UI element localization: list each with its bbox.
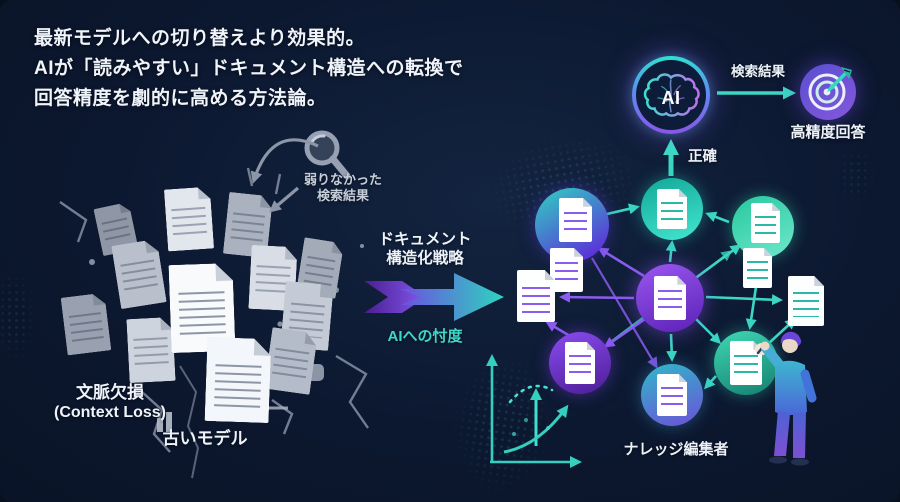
ai-node-inner: AI (636, 60, 706, 130)
headline: 最新モデルへの切り替えより効果的。 AIが「読みやすい」ドキュメント構造への転換… (34, 24, 504, 113)
strategy-line-1: ドキュメント (378, 231, 472, 248)
knowledge-node-edited (714, 331, 778, 395)
accurate-label: 正確 (688, 149, 717, 165)
headline-line-1: 最新モデルへの切り替えより効果的。 (34, 28, 366, 49)
context-loss-jp: 文脈欠損 (76, 383, 144, 402)
document-icon (550, 248, 583, 292)
strategy-label: ドキュメント 構造化戦略 (358, 230, 492, 269)
document-icon (654, 276, 686, 320)
headline-line-2: AIが「読みやすい」ドキュメント構造への転換で (34, 57, 464, 79)
ai-brain-icon (643, 73, 700, 117)
ai-label: AI (661, 88, 681, 108)
document-icon (657, 189, 687, 229)
search-results-arrow-icon (717, 86, 796, 100)
document-icon (743, 248, 772, 288)
transition-arrow-icon (364, 273, 504, 321)
knowledge-node (535, 188, 609, 292)
weak-results-line-2: 検索結果 (316, 188, 369, 204)
knowledge-editor-figure (760, 331, 817, 466)
document-icon (565, 342, 595, 384)
knowledge-node (641, 364, 703, 426)
headline-line-3: 回答精度を劇的に高める方法論。 (34, 87, 327, 109)
magnifier-icon (304, 130, 351, 180)
curved-arrow-icon (250, 138, 319, 213)
weak-results-note: 弱りなかった 検索結果 (288, 172, 398, 205)
knowledge-node (549, 332, 611, 394)
document-icon (164, 186, 214, 251)
document-icon (657, 374, 687, 416)
weak-results-line-1: 弱りなかった (303, 172, 382, 187)
growth-chart-icon (486, 354, 582, 468)
context-loss-label: 文脈欠損 (Context Loss) (30, 382, 190, 423)
ai-deference-label: AIへの忖度 (387, 328, 463, 345)
target-node (800, 64, 856, 120)
document-icon (788, 276, 824, 326)
document-icon (205, 337, 272, 423)
target-dart-icon (808, 67, 852, 111)
ai-node: AI (632, 56, 710, 134)
old-model-label: 古いモデル (162, 429, 248, 448)
document-icon (559, 198, 592, 242)
document-icon (126, 317, 175, 383)
search-results-label: 検索結果 (731, 64, 785, 79)
document-icon (751, 203, 780, 243)
knowledge-node (641, 178, 703, 240)
document-icon (517, 270, 555, 322)
strategy-line-2: 構造化戦略 (386, 250, 464, 268)
high-precision-label: 高精度回答 (790, 124, 866, 141)
knowledge-node (732, 196, 794, 288)
knowledge-editor-label: ナレッジ編集者 (623, 441, 729, 458)
context-loss-en: (Context Loss) (54, 404, 166, 422)
knowledge-node-hub (636, 264, 704, 332)
